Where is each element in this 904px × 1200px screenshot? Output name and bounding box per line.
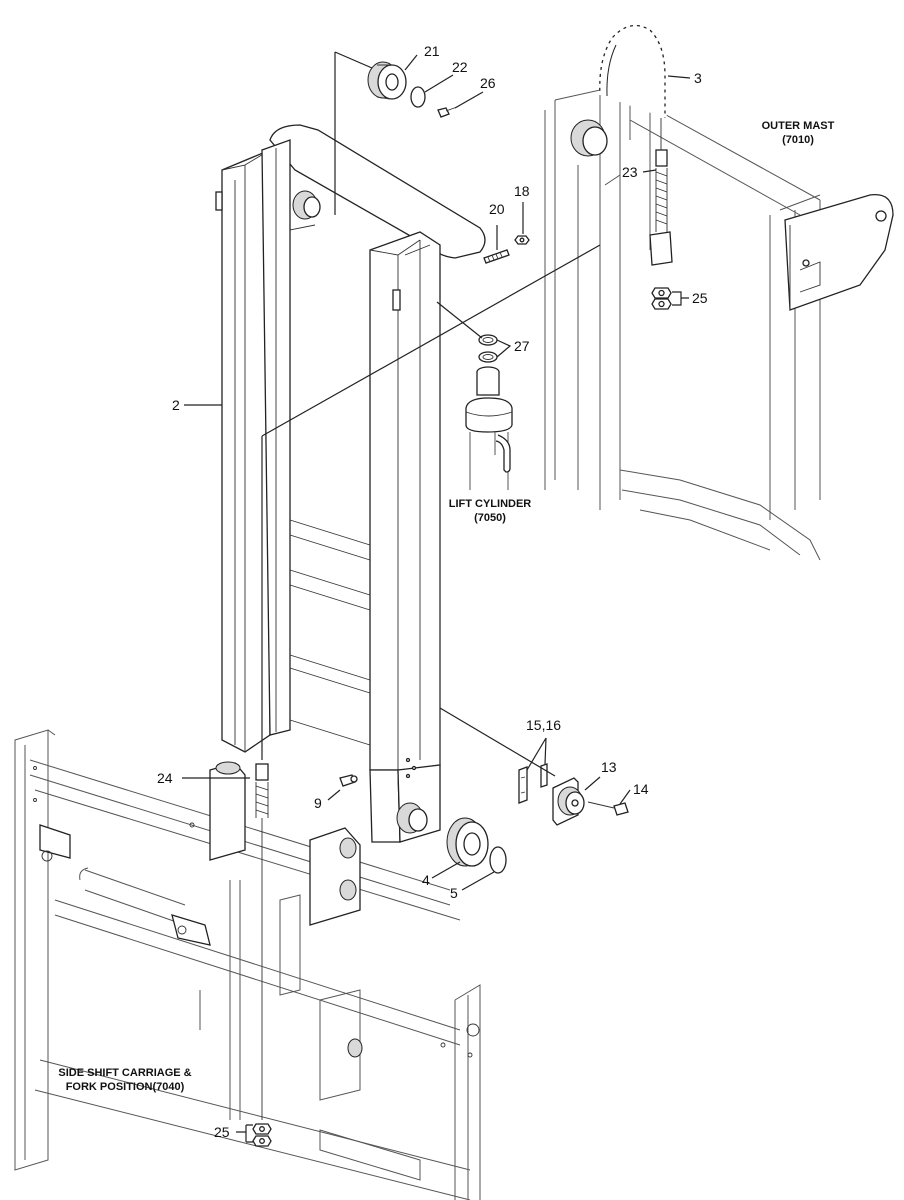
callout-21: 21 — [424, 43, 440, 59]
inner-mast-drawing — [215, 124, 486, 843]
callout-23: 23 — [622, 164, 638, 180]
callout-25-lower: 25 — [214, 1124, 230, 1140]
lift-chain — [598, 23, 668, 232]
carriage-caption-line1: SIDE SHIFT CARRIAGE & — [58, 1067, 191, 1079]
lower-roller-parts — [339, 763, 629, 874]
chain-anchor-lower — [252, 763, 272, 1147]
callout-27: 27 — [514, 338, 530, 354]
callout-9: 9 — [314, 795, 322, 811]
callout-15-16: 15,16 — [526, 717, 561, 733]
callout-3: 3 — [694, 70, 702, 86]
leader-lines — [182, 51, 691, 1143]
nut-pair-upper — [651, 287, 689, 310]
callout-18: 18 — [514, 183, 530, 199]
callout-24: 24 — [157, 770, 173, 786]
outer-mast-caption-line1: OUTER MAST — [762, 120, 835, 132]
callout-13: 13 — [601, 759, 617, 775]
callout-5: 5 — [450, 885, 458, 901]
callout-25-upper: 25 — [692, 290, 708, 306]
top-roller-parts — [367, 61, 458, 118]
lift-cylinder-drawing — [465, 334, 513, 490]
callout-labels: 21 22 26 3 23 18 20 25 27 2 15,16 13 14 … — [157, 43, 708, 1140]
callout-20: 20 — [489, 201, 505, 217]
lift-cylinder-caption-line1: LIFT CYLINDER — [449, 498, 532, 510]
callout-14: 14 — [633, 781, 649, 797]
callout-26: 26 — [480, 75, 496, 91]
outer-mast-drawing — [544, 89, 894, 561]
bolt-and-nut-18-20 — [483, 235, 530, 264]
callout-2: 2 — [172, 397, 180, 413]
carriage-caption-line2: FORK POSITION(7040) — [66, 1081, 185, 1093]
assembly-captions: OUTER MAST (7010) LIFT CYLINDER (7050) S… — [58, 120, 834, 1093]
outer-mast-caption-line2: (7010) — [782, 134, 814, 146]
callout-4: 4 — [422, 872, 430, 888]
callout-22: 22 — [452, 59, 468, 75]
lift-cylinder-caption-line2: (7050) — [474, 512, 506, 524]
carriage-drawing — [14, 729, 481, 1200]
